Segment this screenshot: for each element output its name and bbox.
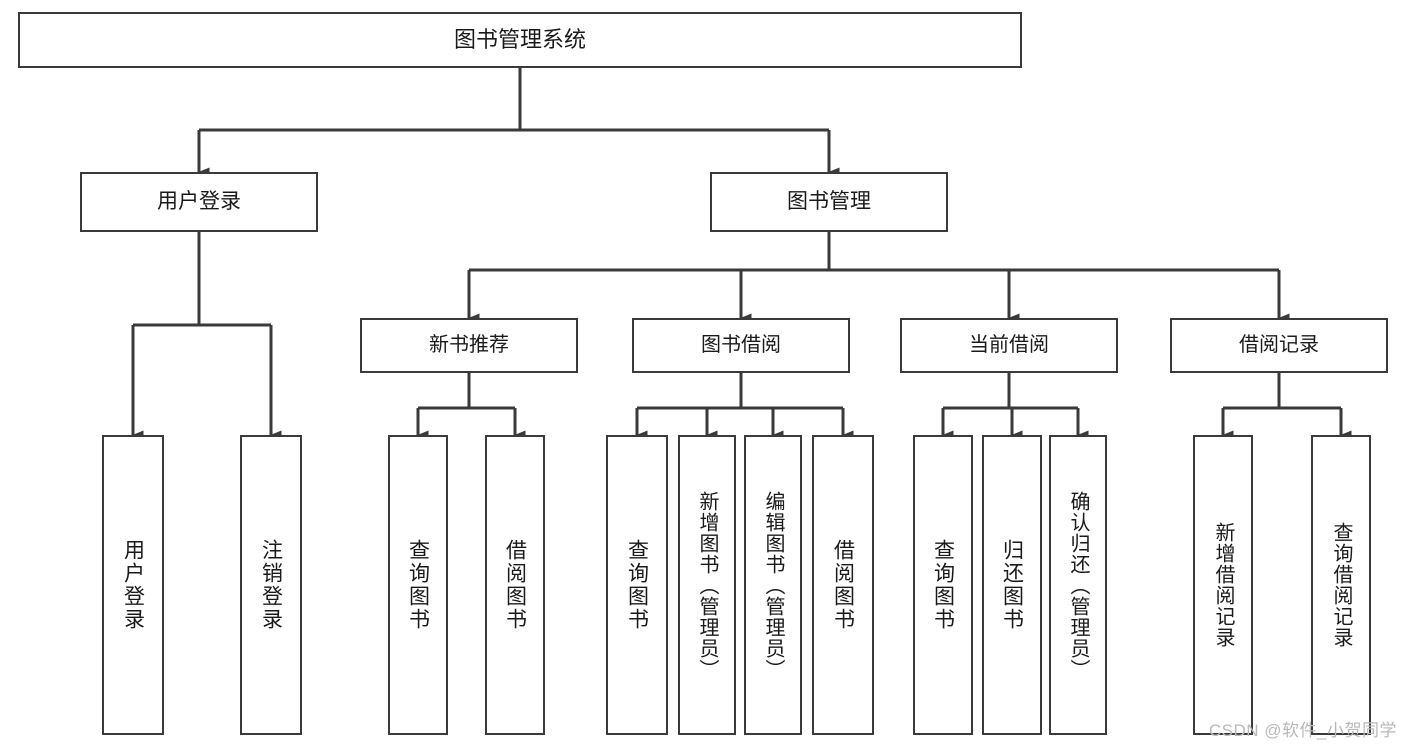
node-leaf-11[interactable]: 新增借阅记录 xyxy=(1193,435,1253,735)
node-leaf-12[interactable]: 查询借阅记录 xyxy=(1311,435,1371,735)
node-level2-1[interactable]: 图书借阅 xyxy=(632,318,850,373)
node-leaf-1[interactable]: 注销登录 xyxy=(240,435,302,735)
node-label: 图书管理 xyxy=(787,189,871,213)
node-leaf-8[interactable]: 查询图书 xyxy=(913,435,973,735)
node-leaf-5[interactable]: 新增图书（管理员） xyxy=(678,435,736,735)
node-leaf-6[interactable]: 编辑图书（管理员） xyxy=(744,435,802,735)
connector-lines xyxy=(131,68,1352,440)
node-label: 用户登录 xyxy=(121,539,145,631)
node-level2-2[interactable]: 当前借阅 xyxy=(900,318,1118,373)
node-level2-3[interactable]: 借阅记录 xyxy=(1170,318,1388,373)
node-label: 注销登录 xyxy=(259,539,283,631)
node-label: 新增图书（管理员） xyxy=(696,490,718,680)
node-leaf-4[interactable]: 查询图书 xyxy=(606,435,668,735)
node-label: 借阅图书 xyxy=(831,539,855,631)
node-level1-0[interactable]: 用户登录 xyxy=(80,172,318,232)
node-label: 用户登录 xyxy=(157,189,241,213)
node-level1-1[interactable]: 图书管理 xyxy=(710,172,948,232)
node-label: 查询图书 xyxy=(406,539,430,631)
node-label: 当前借阅 xyxy=(969,333,1049,356)
node-leaf-3[interactable]: 借阅图书 xyxy=(485,435,545,735)
node-label: 图书管理系统 xyxy=(453,27,586,53)
node-label: 借阅记录 xyxy=(1239,333,1319,356)
node-level2-0[interactable]: 新书推荐 xyxy=(360,318,578,373)
node-label: 确认归还（管理员） xyxy=(1067,490,1089,680)
node-leaf-7[interactable]: 借阅图书 xyxy=(812,435,874,735)
node-label: 新书推荐 xyxy=(429,333,509,356)
node-root[interactable]: 图书管理系统 xyxy=(18,12,1022,68)
node-label: 图书借阅 xyxy=(701,333,781,356)
node-label: 查询图书 xyxy=(625,539,649,631)
node-label: 新增借阅记录 xyxy=(1212,522,1234,648)
node-label: 查询图书 xyxy=(931,539,955,631)
node-label: 查询借阅记录 xyxy=(1330,522,1352,648)
node-leaf-0[interactable]: 用户登录 xyxy=(102,435,164,735)
node-label: 借阅图书 xyxy=(503,539,527,631)
node-leaf-9[interactable]: 归还图书 xyxy=(982,435,1042,735)
node-leaf-10[interactable]: 确认归还（管理员） xyxy=(1049,435,1107,735)
node-label: 编辑图书（管理员） xyxy=(762,490,784,680)
node-label: 归还图书 xyxy=(1000,539,1024,631)
node-leaf-2[interactable]: 查询图书 xyxy=(388,435,448,735)
